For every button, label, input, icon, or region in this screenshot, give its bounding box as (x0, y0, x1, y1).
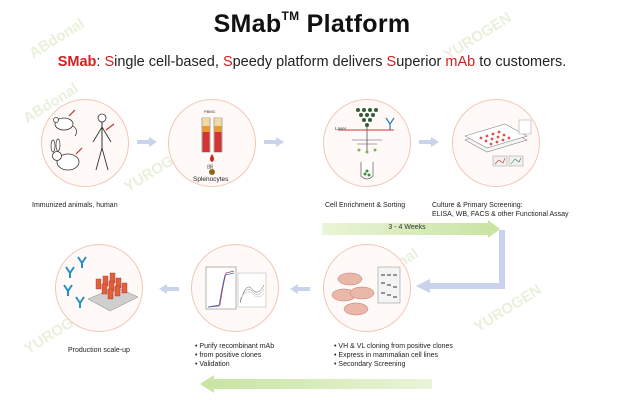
list-item: from positive clones (195, 351, 315, 360)
list-item: Express in mammalian cell lines (334, 351, 484, 360)
cloning-circle (323, 244, 411, 332)
list-item: Validation (195, 360, 315, 369)
flow-arrow-icon (290, 284, 310, 294)
blood-tubes-icon (201, 117, 223, 175)
immunized-animals-circle (41, 99, 129, 187)
list-item: Secondary Screening (334, 360, 484, 369)
enrichment-label: Cell Enrichment & Sorting (325, 202, 406, 209)
purify-list: Purify recombinant mAb from positive clo… (195, 342, 315, 369)
return-arrow-icon (416, 230, 505, 293)
culture-label: Culture & Primary Screening: ELISA, WB, … (432, 201, 622, 219)
pbmc-label: PBMC (204, 109, 216, 114)
or-label: OR (207, 163, 213, 168)
subtitle: SMab: Single cell-based, Speedy platform… (57, 54, 567, 70)
purify-circle (191, 244, 279, 332)
immunized-label: Immunized animals, human (32, 202, 118, 209)
sorting-circle: Laser (323, 99, 411, 187)
page-title: SMabTM Platform (213, 9, 411, 38)
culture-line-2: ELISA, WB, FACS & other Functional Assay (432, 211, 569, 218)
bottom-timeline-arrowhead-icon (200, 375, 214, 393)
timeline-arrowhead-icon (488, 220, 500, 238)
weeks-label: 3 - 4 Weeks (388, 224, 426, 231)
flow-arrow-icon (419, 137, 439, 147)
scaleup-circle (55, 244, 143, 332)
or-label: OR (207, 165, 213, 170)
laser-label: Laser (335, 126, 347, 131)
bottom-timeline-bar (212, 379, 432, 389)
list-item: Purify recombinant mAb (195, 342, 315, 351)
flow-arrow-icon (159, 284, 179, 294)
flow-cytometer-icon (338, 108, 395, 180)
timeline-bar (322, 223, 492, 235)
bioreactor-icon (63, 256, 139, 312)
cloning-list: VH & VL cloning from positive clones Exp… (334, 342, 484, 369)
culture-circle (452, 99, 540, 187)
culture-line-1: Culture & Primary Screening: (432, 202, 523, 209)
plate-screening-icon (464, 119, 532, 167)
scaleup-label: Production scale-up (68, 347, 130, 354)
flow-arrow-icon (264, 137, 284, 147)
animals-human-icon (50, 109, 115, 171)
titration-curves-icon (205, 266, 267, 310)
pbmc-circle: PBMC OR OR Splenocytes (168, 99, 256, 187)
splenocytes-label: Splenocytes (193, 176, 229, 183)
list-item: VH & VL cloning from positive clones (334, 342, 484, 351)
flow-arrow-icon (137, 137, 157, 147)
petri-gel-icon (331, 266, 401, 316)
